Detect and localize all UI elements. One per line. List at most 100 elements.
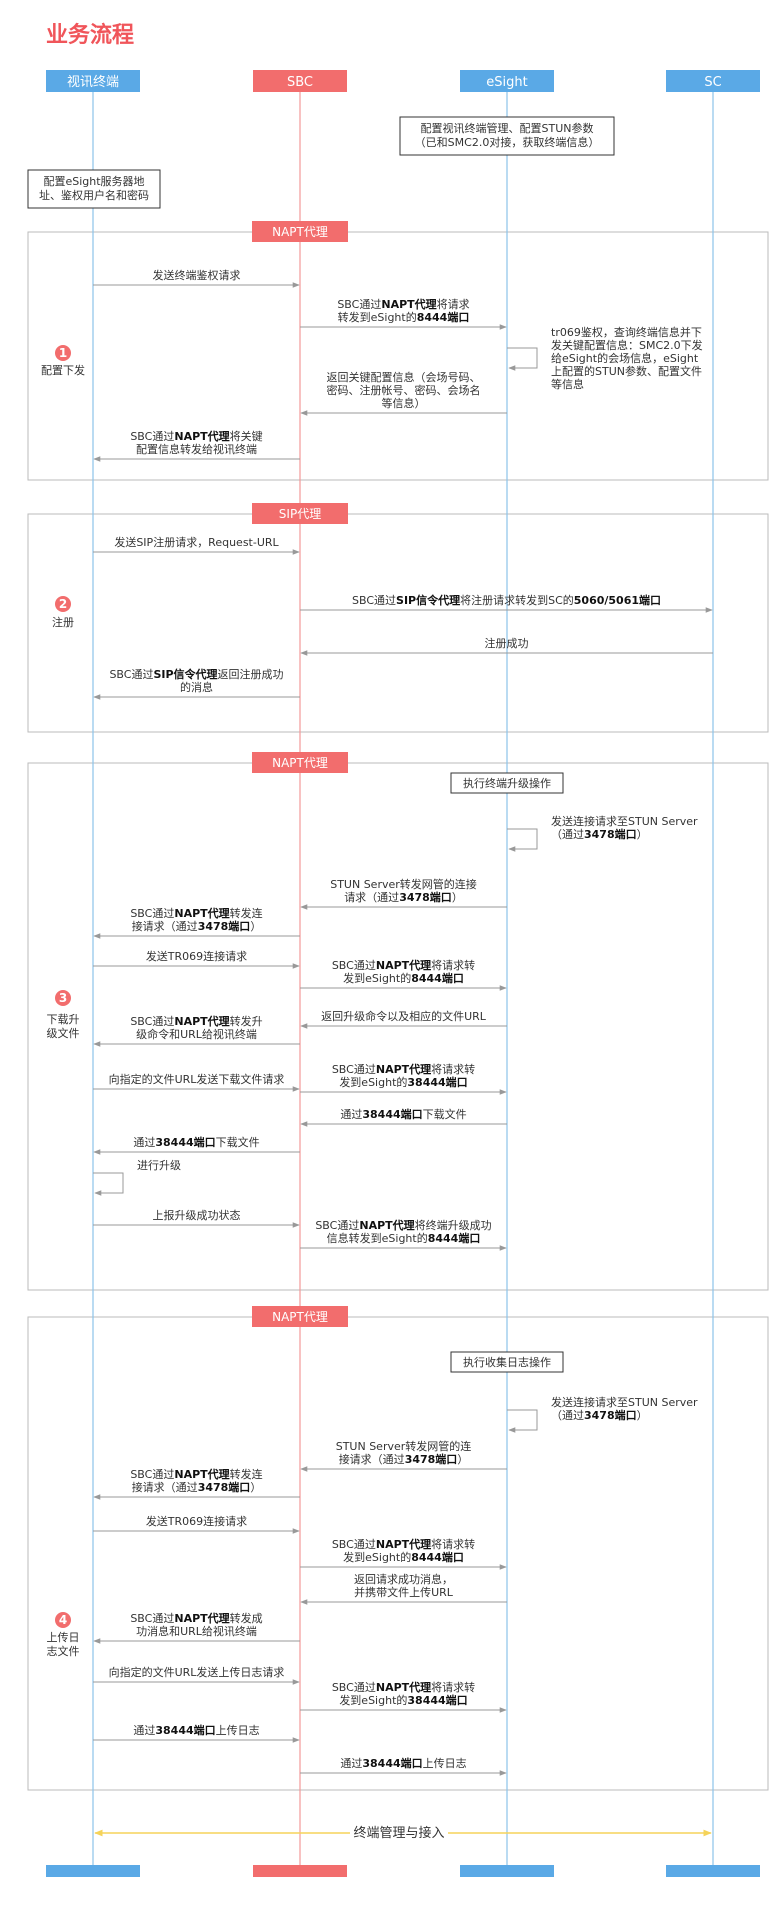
- participant-name: SBC: [287, 75, 313, 90]
- note-text: （已和SMC2.0对接，获取终端信息）: [415, 135, 600, 149]
- message-label: SBC通过NAPT代理转发连: [130, 1467, 262, 1481]
- message-label: 发送终端鉴权请求: [153, 268, 241, 282]
- participant-name: 视讯终端: [67, 74, 119, 90]
- participant-header: [666, 70, 760, 92]
- section-frame: [27, 231, 769, 481]
- section-frame: [27, 1316, 769, 1791]
- message-label: SBC通过NAPT代理转发连: [130, 906, 262, 920]
- message-label: 发送TR069连接请求: [146, 949, 247, 963]
- note-box: [399, 116, 615, 156]
- participant-header: [46, 70, 140, 92]
- message-label: 通过38444端口下载文件: [133, 1135, 259, 1149]
- message-label: 发到eSight的38444端口: [339, 1693, 467, 1707]
- phase-number-badge: [55, 345, 71, 361]
- message-label: 上配置的STUN参数、配置文件: [551, 364, 702, 378]
- bottom-label: 终端管理与接入: [353, 1825, 444, 1841]
- action-box: [450, 772, 564, 794]
- phase-name: 志文件: [47, 1644, 80, 1658]
- message-label: 通过38444端口下载文件: [340, 1107, 466, 1121]
- message-label: （通过3478端口）: [551, 827, 648, 841]
- section-label-bg: [252, 1306, 348, 1327]
- message-label: SBC通过NAPT代理转发升: [130, 1014, 262, 1028]
- page-title: 业务流程: [46, 22, 134, 48]
- phase-name: 级文件: [47, 1026, 80, 1040]
- message-label: 并携带文件上传URL: [354, 1585, 454, 1599]
- message-label: 返回升级命令以及相应的文件URL: [321, 1009, 487, 1023]
- message-label: 发到eSight的38444端口: [339, 1075, 467, 1089]
- section-label-bg: [252, 752, 348, 773]
- bottom-label-bg: [350, 1824, 448, 1842]
- section-label: SIP代理: [279, 507, 321, 521]
- phase-number: 2: [59, 597, 67, 611]
- phase-name: 上传日: [47, 1631, 80, 1644]
- section-label-bg: [252, 503, 348, 524]
- message-label: 转发到eSight的8444端口: [338, 310, 470, 324]
- participant-name: eSight: [486, 75, 527, 90]
- message-label: SBC通过NAPT代理将终端升级成功: [315, 1218, 491, 1232]
- phase-name: 注册: [52, 615, 74, 629]
- note-text: 配置视讯终端管理、配置STUN参数: [421, 121, 594, 135]
- message-label: 接请求（通过3478端口）: [132, 919, 262, 933]
- message-label: SBC通过SIP信令代理返回注册成功: [109, 667, 283, 681]
- message-label: STUN Server转发网管的连接: [330, 877, 477, 891]
- message-label: 发关键配置信息：SMC2.0下发: [551, 338, 703, 352]
- message-label: 给eSight的会场信息，eSight: [551, 351, 699, 365]
- message-label: SBC通过NAPT代理将请求转: [332, 1062, 475, 1076]
- action-box: [450, 1351, 564, 1373]
- self-message-arrow: [507, 828, 538, 852]
- message-label: 上报升级成功状态: [153, 1208, 241, 1222]
- message-label: 发到eSight的8444端口: [343, 1550, 464, 1564]
- message-label: SBC通过SIP信令代理将注册请求转发到SC的5060/5061端口: [352, 593, 661, 607]
- phase-number-badge: [55, 990, 71, 1006]
- self-message-arrow: [507, 1409, 538, 1433]
- message-label: tr069鉴权，查询终端信息并下: [551, 325, 702, 339]
- message-label: SBC通过NAPT代理将请求: [337, 297, 469, 311]
- section-label: NAPT代理: [272, 225, 328, 239]
- self-message-arrow: [507, 347, 538, 371]
- phase-number-badge: [55, 596, 71, 612]
- note-text: 址、鉴权用户名和密码: [39, 188, 149, 202]
- section-frame: [27, 762, 769, 1291]
- message-label: 发送连接请求至STUN Server: [551, 1395, 698, 1409]
- message-label: 信息转发到eSight的8444端口: [327, 1231, 481, 1245]
- message-label: 配置信息转发给视讯终端: [136, 442, 257, 456]
- message-label: 发送TR069连接请求: [146, 1514, 247, 1528]
- participant-footer: [46, 1865, 140, 1877]
- section-label: NAPT代理: [272, 1310, 328, 1324]
- message-label: 向指定的文件URL发送下载文件请求: [109, 1072, 285, 1086]
- message-label: 返回请求成功消息，: [354, 1572, 453, 1586]
- self-message-arrow: [93, 1172, 124, 1196]
- message-label: 通过38444端口上传日志: [133, 1723, 259, 1737]
- message-label: 返回关键配置信息（会场号码、: [327, 370, 481, 384]
- message-label: （通过3478端口）: [551, 1408, 648, 1422]
- message-label: SBC通过NAPT代理将请求转: [332, 958, 475, 972]
- message-label: 等信息）: [382, 396, 426, 410]
- message-label: 通过38444端口上传日志: [340, 1756, 466, 1770]
- message-label: 进行升级: [137, 1159, 181, 1172]
- message-label: 向指定的文件URL发送上传日志请求: [109, 1665, 285, 1679]
- message-label: 等信息: [551, 377, 584, 391]
- message-label: SBC通过NAPT代理转发成: [130, 1611, 262, 1625]
- message-label: 发送连接请求至STUN Server: [551, 814, 698, 828]
- action-box-text: 执行终端升级操作: [463, 776, 551, 790]
- phase-number-badge: [55, 1612, 71, 1628]
- message-label: 密码、注册帐号、密码、会场名: [327, 383, 481, 397]
- phase-number: 3: [59, 991, 67, 1005]
- participant-footer: [460, 1865, 554, 1877]
- phase-name: 下载升: [47, 1013, 80, 1026]
- message-label: 发到eSight的8444端口: [343, 971, 464, 985]
- message-label: 发送SIP注册请求，Request-URL: [114, 535, 279, 549]
- message-label: SBC通过NAPT代理将请求转: [332, 1680, 475, 1694]
- note-text: 配置eSight服务器地: [43, 175, 144, 188]
- section-label: NAPT代理: [272, 756, 328, 770]
- phase-name: 配置下发: [41, 363, 85, 377]
- action-box-text: 执行收集日志操作: [463, 1355, 551, 1369]
- message-label: 级命令和URL给视讯终端: [136, 1027, 257, 1041]
- participant-header: [460, 70, 554, 92]
- message-label: 接请求（通过3478端口）: [339, 1452, 469, 1466]
- phase-number: 1: [59, 346, 67, 360]
- message-label: 接请求（通过3478端口）: [132, 1480, 262, 1494]
- participant-footer: [253, 1865, 347, 1877]
- note-box: [27, 169, 161, 209]
